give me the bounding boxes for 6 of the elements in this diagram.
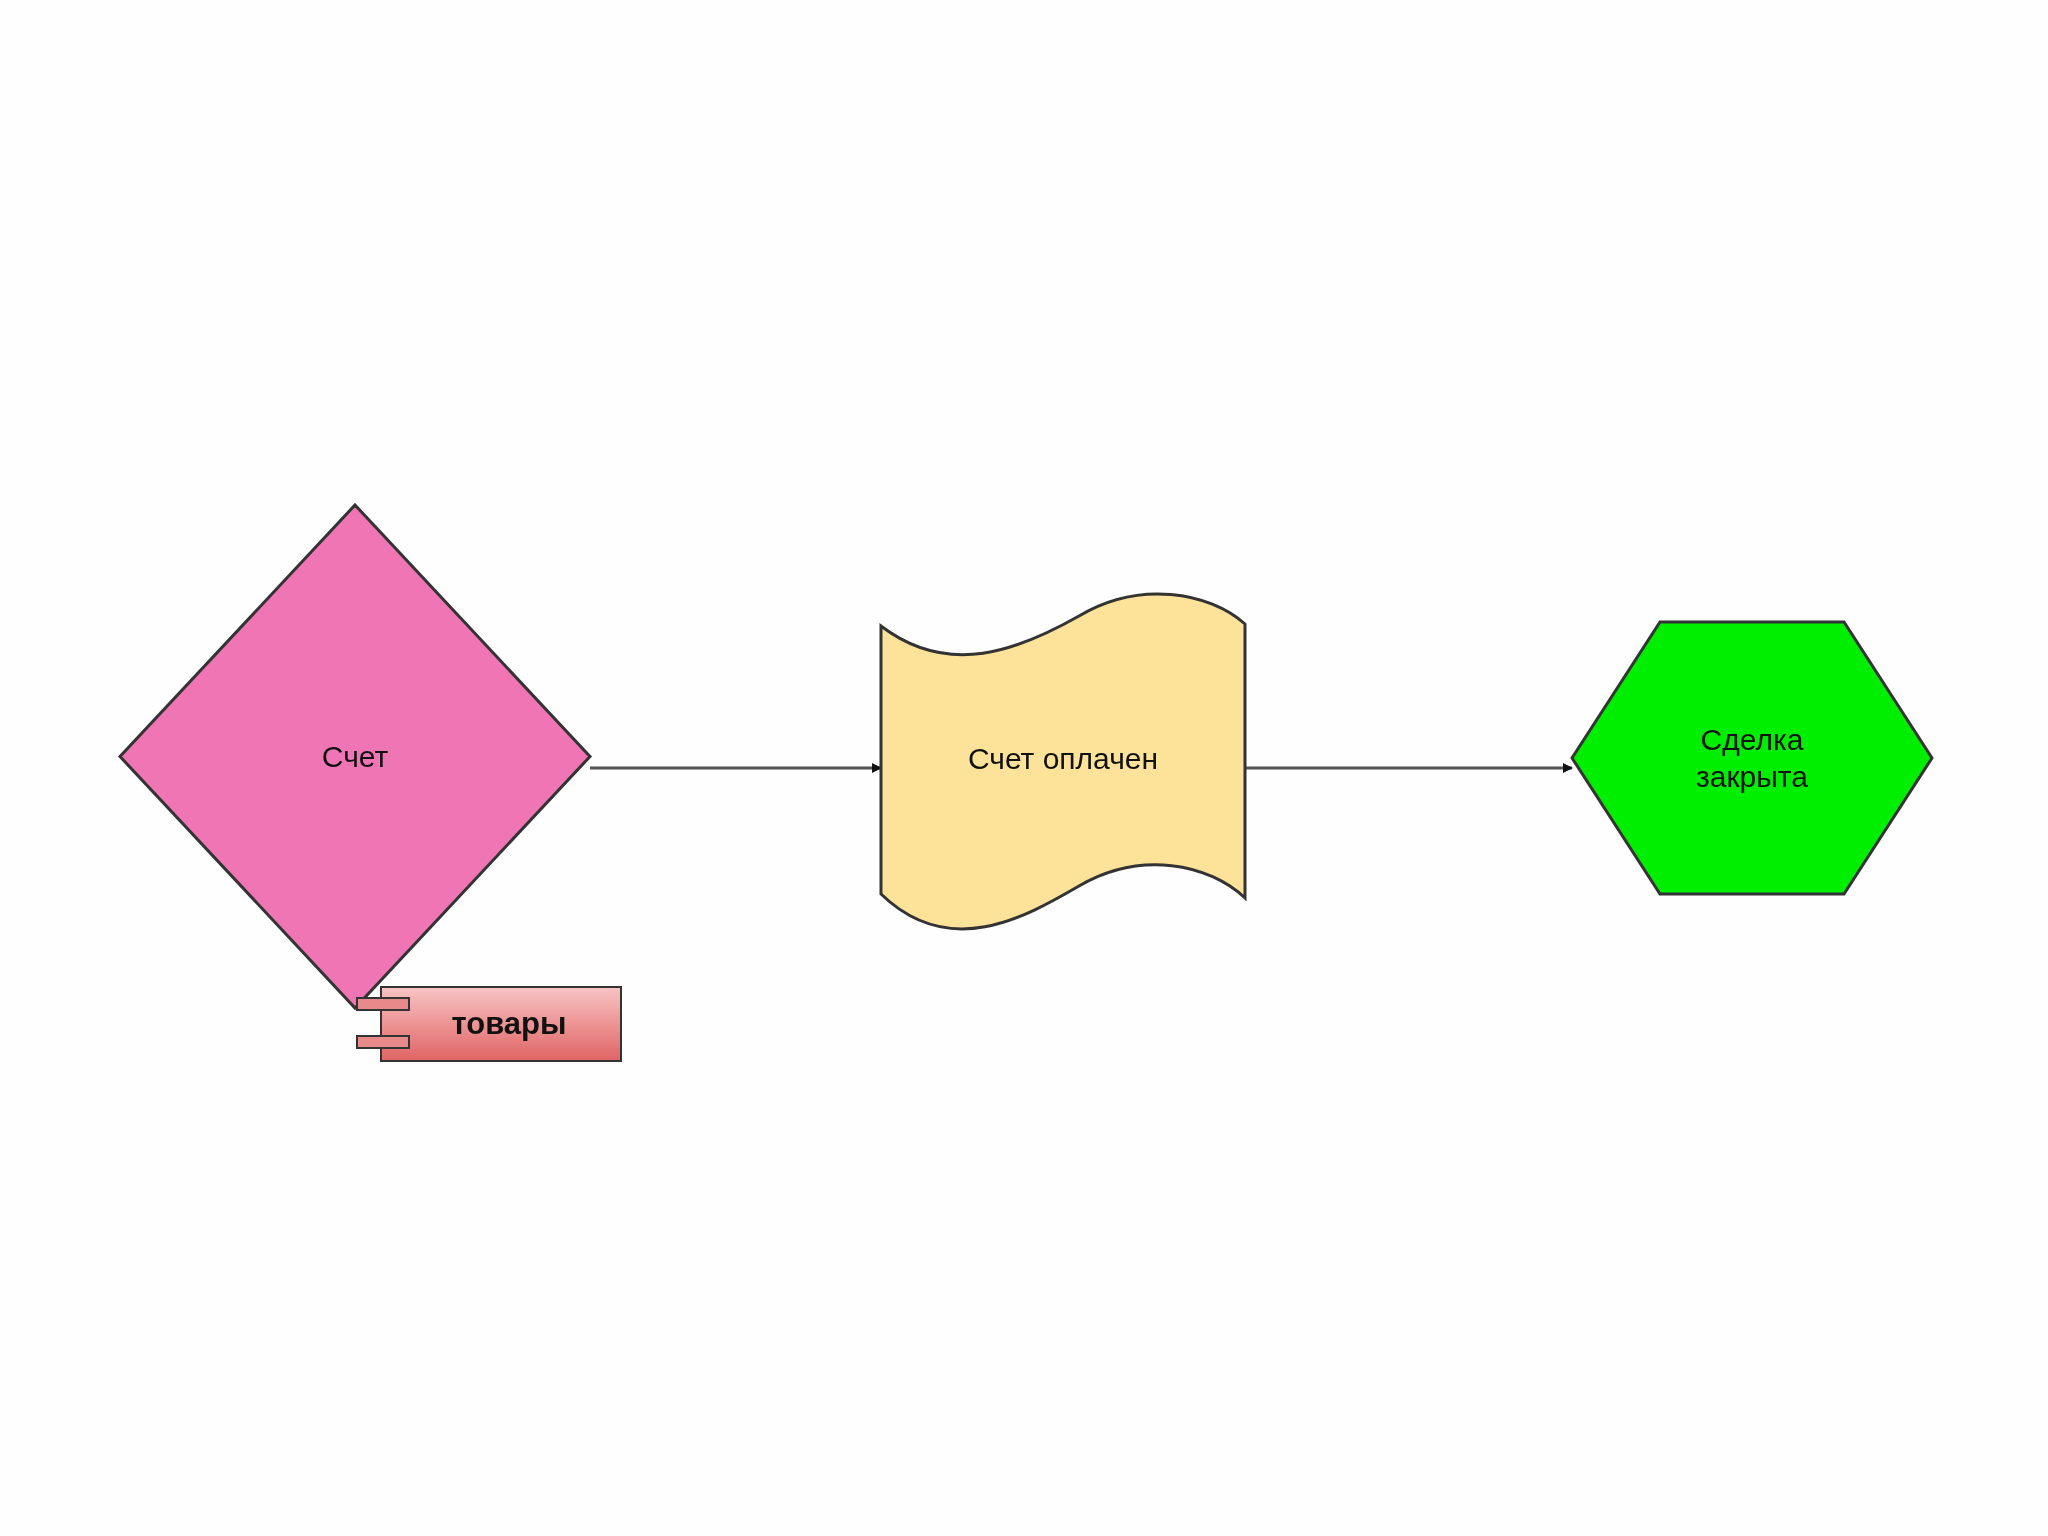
- node-label: Счет: [321, 738, 389, 775]
- node-label: товары: [451, 1004, 567, 1043]
- arrow: [1245, 763, 1573, 773]
- arrow: [590, 763, 882, 773]
- node-label: Сделка закрыта: [1695, 721, 1809, 795]
- node-label: Счет оплачен: [967, 741, 1159, 778]
